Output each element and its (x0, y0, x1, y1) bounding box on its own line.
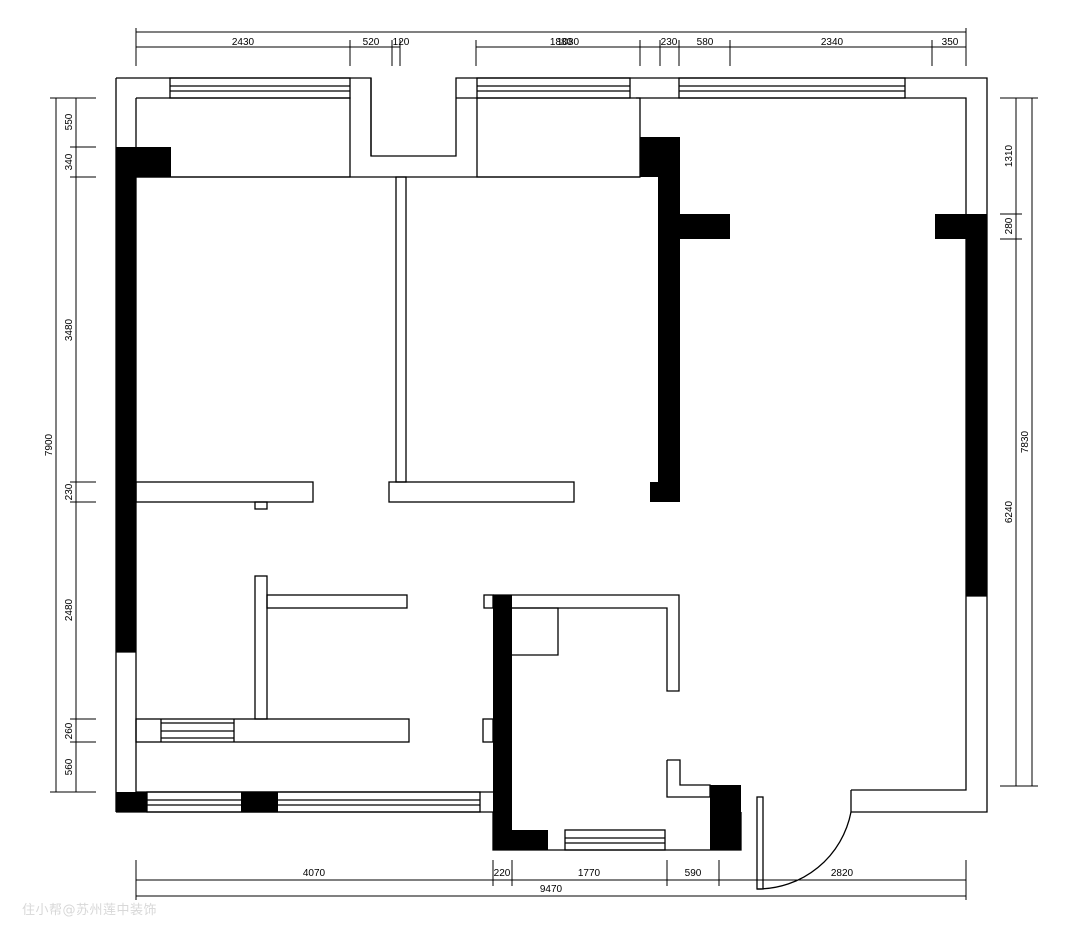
dim-label: 1310 (1004, 144, 1015, 167)
dim-label: 590 (685, 868, 702, 879)
dim-label: 2430 (232, 37, 255, 48)
dim-label: 350 (942, 37, 959, 48)
door (756, 796, 852, 890)
dim-label: 340 (64, 153, 75, 170)
dim-label: 1770 (578, 868, 601, 879)
structural-wall (116, 137, 987, 850)
dim-label: 230 (64, 483, 75, 500)
dim-total-label: 9470 (540, 884, 563, 895)
outer-wall (116, 77, 988, 813)
dim-label: 220 (494, 868, 511, 879)
dim-label: 2480 (64, 598, 75, 621)
window (146, 77, 906, 851)
dim-label: 1880 (550, 37, 573, 48)
dim-label: 120 (393, 37, 410, 48)
dim-label: 260 (64, 722, 75, 739)
dimension-lines (50, 28, 1038, 900)
dim-label: 550 (64, 113, 75, 130)
dim-label: 3480 (64, 318, 75, 341)
dim-label: 560 (64, 758, 75, 775)
dim-label: 7830 (1020, 430, 1031, 453)
dim-label: 580 (697, 37, 714, 48)
dim-label: 2820 (831, 868, 854, 879)
dim-label: 2340 (821, 37, 844, 48)
dim-label: 230 (661, 37, 678, 48)
dim-label: 280 (1004, 217, 1015, 234)
dim-label: 7900 (44, 433, 55, 456)
dim-label: 1080 (557, 37, 580, 48)
dim-label: 6240 (1004, 500, 1015, 523)
dim-label: 4070 (303, 868, 326, 879)
dim-label: 520 (363, 37, 380, 48)
partition-wall (116, 97, 987, 798)
watermark: 住小帮@苏州莲中装饰 (22, 903, 158, 918)
